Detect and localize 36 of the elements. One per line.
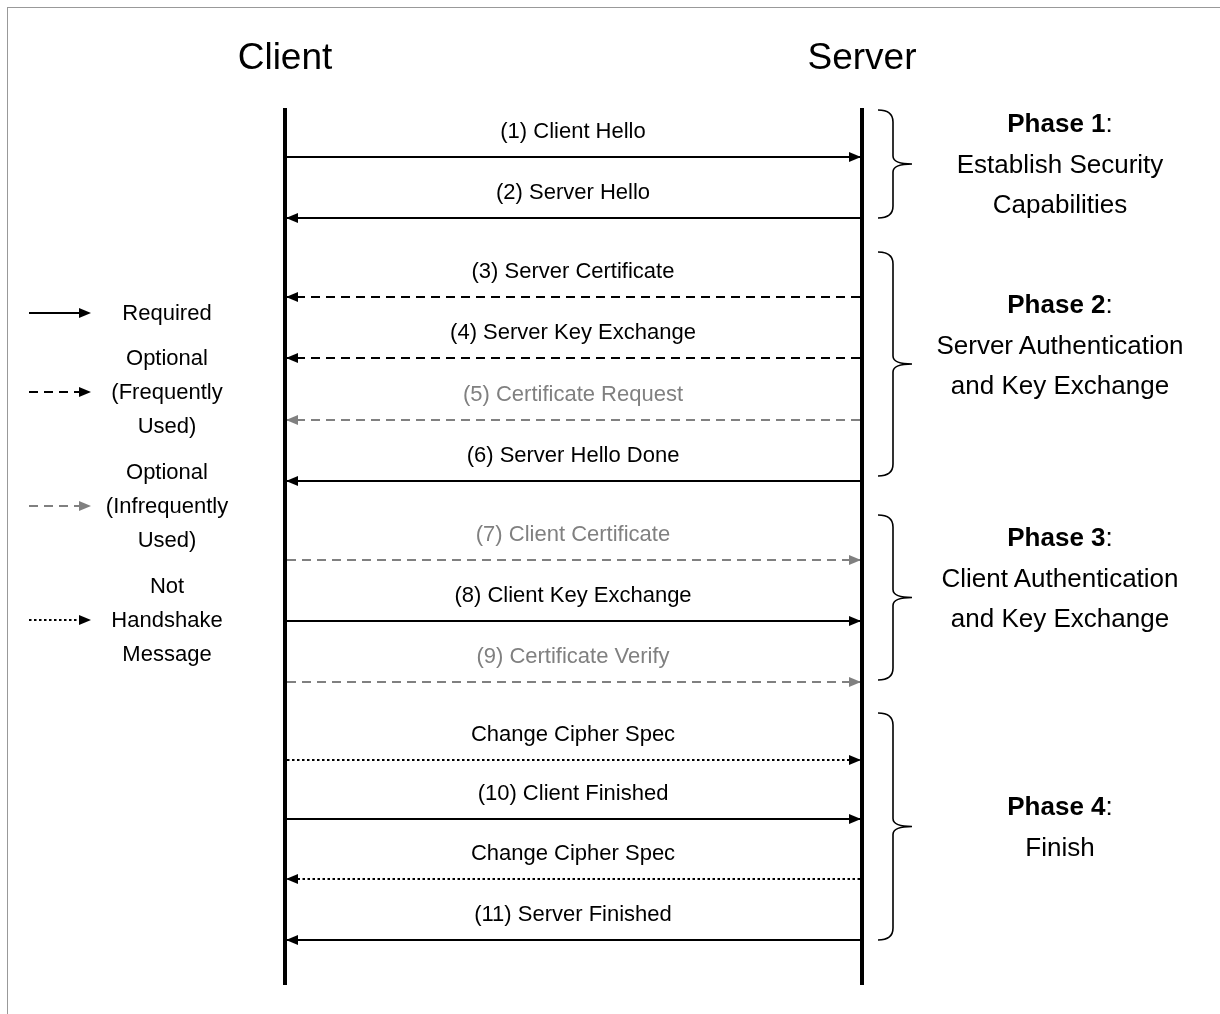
- message-arrow: [286, 476, 860, 486]
- phase-label: Phase 1: Establish Security Capabilities: [955, 107, 1165, 221]
- message-arrow: [286, 415, 860, 425]
- phase-label: Phase 4: Finish: [1006, 790, 1114, 864]
- legend-label: Required: [121, 299, 213, 327]
- message-arrow: [287, 616, 861, 626]
- edge-label: (3) Server Certificate: [470, 258, 676, 284]
- edge-label: (6) Server Hello Done: [465, 442, 681, 468]
- message-arrow: [286, 935, 860, 945]
- message-arrow: [287, 152, 861, 162]
- edge-label: Change Cipher Spec: [469, 721, 677, 747]
- phase-label: Phase 2: Server Authentication and Key Exchange: [935, 288, 1185, 402]
- edge-label: (8) Client Key Exchange: [453, 582, 693, 608]
- edge-label: (9) Certificate Verify: [475, 643, 671, 669]
- message-arrow: [287, 555, 861, 565]
- message-arrow: [286, 874, 860, 884]
- edge-label: (5) Certificate Request: [461, 381, 685, 407]
- edge-label: (2) Server Hello: [494, 179, 651, 205]
- phase-label: Phase 3: Client Authentication and Key Exchange: [940, 521, 1180, 635]
- legend-label: Optional (Infrequently Used): [104, 458, 230, 554]
- message-arrow: [286, 213, 860, 223]
- legend-label: Not Handshake Message: [110, 572, 224, 668]
- edge-label: (4) Server Key Exchange: [449, 319, 697, 345]
- message-arrow: [287, 814, 861, 824]
- edge-label: Change Cipher Spec: [469, 840, 677, 866]
- lifeline-header: Server: [806, 36, 918, 78]
- message-arrow: [287, 755, 861, 765]
- edge-label: (11) Server Finished: [473, 901, 673, 927]
- lifeline-header: Client: [236, 36, 334, 78]
- message-arrow: [286, 353, 860, 363]
- legend-label: Optional (Frequently Used): [110, 344, 224, 440]
- edge-label: (1) Client Hello: [499, 118, 647, 144]
- message-arrow: [287, 677, 861, 687]
- message-arrow: [286, 292, 860, 302]
- edge-label: (10) Client Finished: [476, 780, 670, 806]
- edge-label: (7) Client Certificate: [474, 521, 672, 547]
